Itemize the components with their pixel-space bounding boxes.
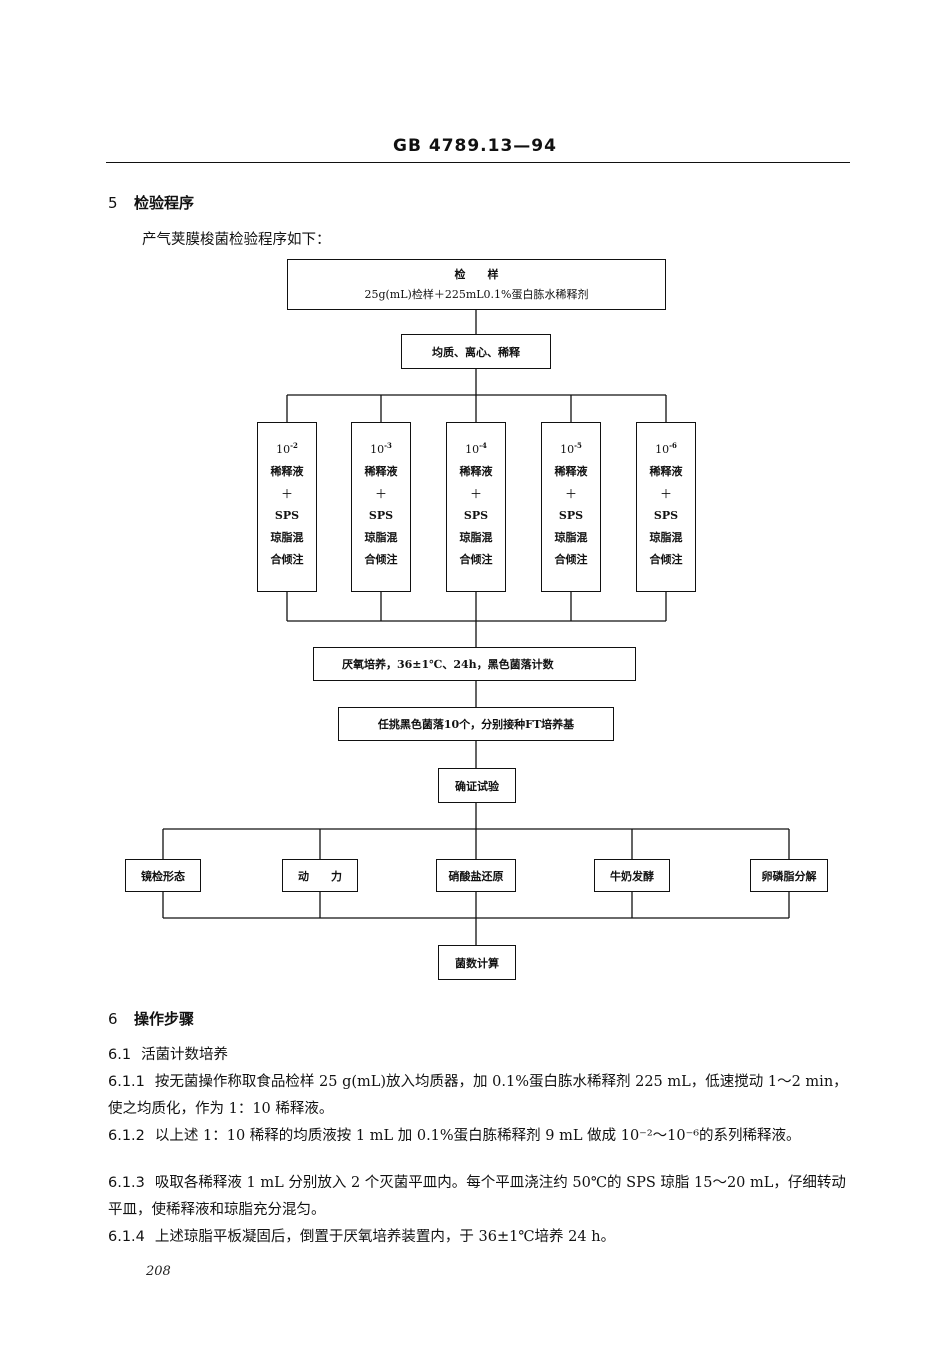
- plus-sign: ＋: [564, 487, 577, 501]
- clause-text: 以上述 1：10 稀释的均质液按 1 mL 加 0.1%蛋白胨稀释剂 9 mL …: [154, 1128, 801, 1144]
- plus-sign: ＋: [469, 487, 482, 501]
- section-5-number: 5: [108, 194, 118, 212]
- test-box-lecithinase: 卵磷脂分解: [750, 859, 828, 892]
- page-number: 208: [146, 1264, 171, 1279]
- plus-sign: ＋: [374, 487, 387, 501]
- agar-label: 琼脂混: [649, 531, 683, 544]
- pour-label: 合倾注: [649, 553, 683, 566]
- section-6-heading: 6 操作步骤: [108, 1008, 194, 1029]
- dilution-factor: 10-3: [370, 441, 392, 456]
- sample-box: 检 样 25g(mL)检样＋225mL0.1%蛋白胨水稀释剂: [287, 259, 666, 310]
- sps-label: SPS: [274, 509, 300, 522]
- test-box-motility: 动 力: [282, 859, 358, 892]
- clause-text: 吸取各稀释液 1 mL 分别放入 2 个灭菌平皿内。每个平皿浇注约 50℃的 S…: [108, 1175, 846, 1218]
- confirmation-test-box: 确证试验: [438, 768, 516, 803]
- pour-label: 合倾注: [459, 553, 493, 566]
- pick-colonies-box: 任挑黑色菌落10个，分别接种FT培养基: [338, 707, 614, 741]
- dilution-label: 稀释液: [554, 465, 588, 478]
- clause-text: 按无菌操作称取食品检样 25 g(mL)放入均质器，加 0.1%蛋白胨水稀释剂 …: [108, 1074, 848, 1117]
- clause-number: 6.1.2: [108, 1128, 145, 1144]
- dilution-factor: 10-2: [276, 441, 298, 456]
- pour-label: 合倾注: [554, 553, 588, 566]
- section-5-heading: 5 检验程序: [108, 192, 194, 213]
- dilution-label: 稀释液: [459, 465, 493, 478]
- plus-sign: ＋: [280, 487, 293, 501]
- dilution-factor: 10-4: [465, 441, 487, 456]
- sps-label: SPS: [368, 509, 394, 522]
- test-box-milk: 牛奶发酵: [594, 859, 670, 892]
- agar-label: 琼脂混: [459, 531, 493, 544]
- sps-label: SPS: [653, 509, 679, 522]
- clause-number: 6.1.1: [108, 1074, 145, 1090]
- subsection-title: 活菌计数培养: [141, 1047, 229, 1063]
- agar-label: 琼脂混: [364, 531, 398, 544]
- pour-label: 合倾注: [364, 553, 398, 566]
- dilution-factor: 10-6: [655, 441, 677, 456]
- dilution-box: 10-6 稀释液 ＋ SPS 琼脂混 合倾注: [636, 422, 696, 592]
- section-6-number: 6: [108, 1010, 118, 1028]
- homogenize-box: 均质、离心、稀释: [401, 334, 551, 369]
- plus-sign: ＋: [659, 487, 672, 501]
- header-rule: [106, 162, 850, 163]
- clause-text: 上述琼脂平板凝固后，倒置于厌氧培养装置内，于 36±1℃培养 24 h。: [154, 1229, 616, 1245]
- agar-label: 琼脂混: [554, 531, 588, 544]
- dilution-box: 10-4 稀释液 ＋ SPS 琼脂混 合倾注: [446, 422, 506, 592]
- dilution-box: 10-2 稀释液 ＋ SPS 琼脂混 合倾注: [257, 422, 317, 592]
- dilution-box: 10-5 稀释液 ＋ SPS 琼脂混 合倾注: [541, 422, 601, 592]
- sample-title: 检 样: [454, 267, 499, 281]
- clause-number: 6.1.4: [108, 1229, 145, 1245]
- sps-label: SPS: [558, 509, 584, 522]
- agar-label: 琼脂混: [270, 531, 304, 544]
- sample-description: 25g(mL)检样＋225mL0.1%蛋白胨水稀释剂: [364, 287, 589, 301]
- anaerobic-culture-box: 厌氧培养，36±1℃、24h，黑色菌落计数: [313, 647, 636, 681]
- clause-number: 6.1.3: [108, 1175, 145, 1191]
- dilution-label: 稀释液: [364, 465, 398, 478]
- count-box: 菌数计算: [438, 945, 516, 980]
- clause-6-1-2: 6.1.2 以上述 1：10 稀释的均质液按 1 mL 加 0.1%蛋白胨稀释剂 …: [108, 1123, 852, 1150]
- standard-code: GB 4789.13—94: [393, 136, 557, 156]
- section-5-intro: 产气荚膜梭菌检验程序如下：: [142, 232, 331, 248]
- subsection-6-1: 6.1 活菌计数培养: [108, 1042, 852, 1069]
- pour-label: 合倾注: [270, 553, 304, 566]
- dilution-label: 稀释液: [649, 465, 683, 478]
- test-box-morphology: 镜检形态: [125, 859, 201, 892]
- dilution-box: 10-3 稀释液 ＋ SPS 琼脂混 合倾注: [351, 422, 411, 592]
- dilution-factor: 10-5: [560, 441, 582, 456]
- dilution-label: 稀释液: [270, 465, 304, 478]
- test-box-nitrate: 硝酸盐还原: [436, 859, 516, 892]
- clause-6-1-4: 6.1.4 上述琼脂平板凝固后，倒置于厌氧培养装置内，于 36±1℃培养 24 h…: [108, 1224, 852, 1251]
- sps-label: SPS: [463, 509, 489, 522]
- section-6-title: 操作步骤: [134, 1010, 195, 1028]
- subsection-number: 6.1: [108, 1047, 132, 1063]
- section-5-title: 检验程序: [134, 194, 195, 212]
